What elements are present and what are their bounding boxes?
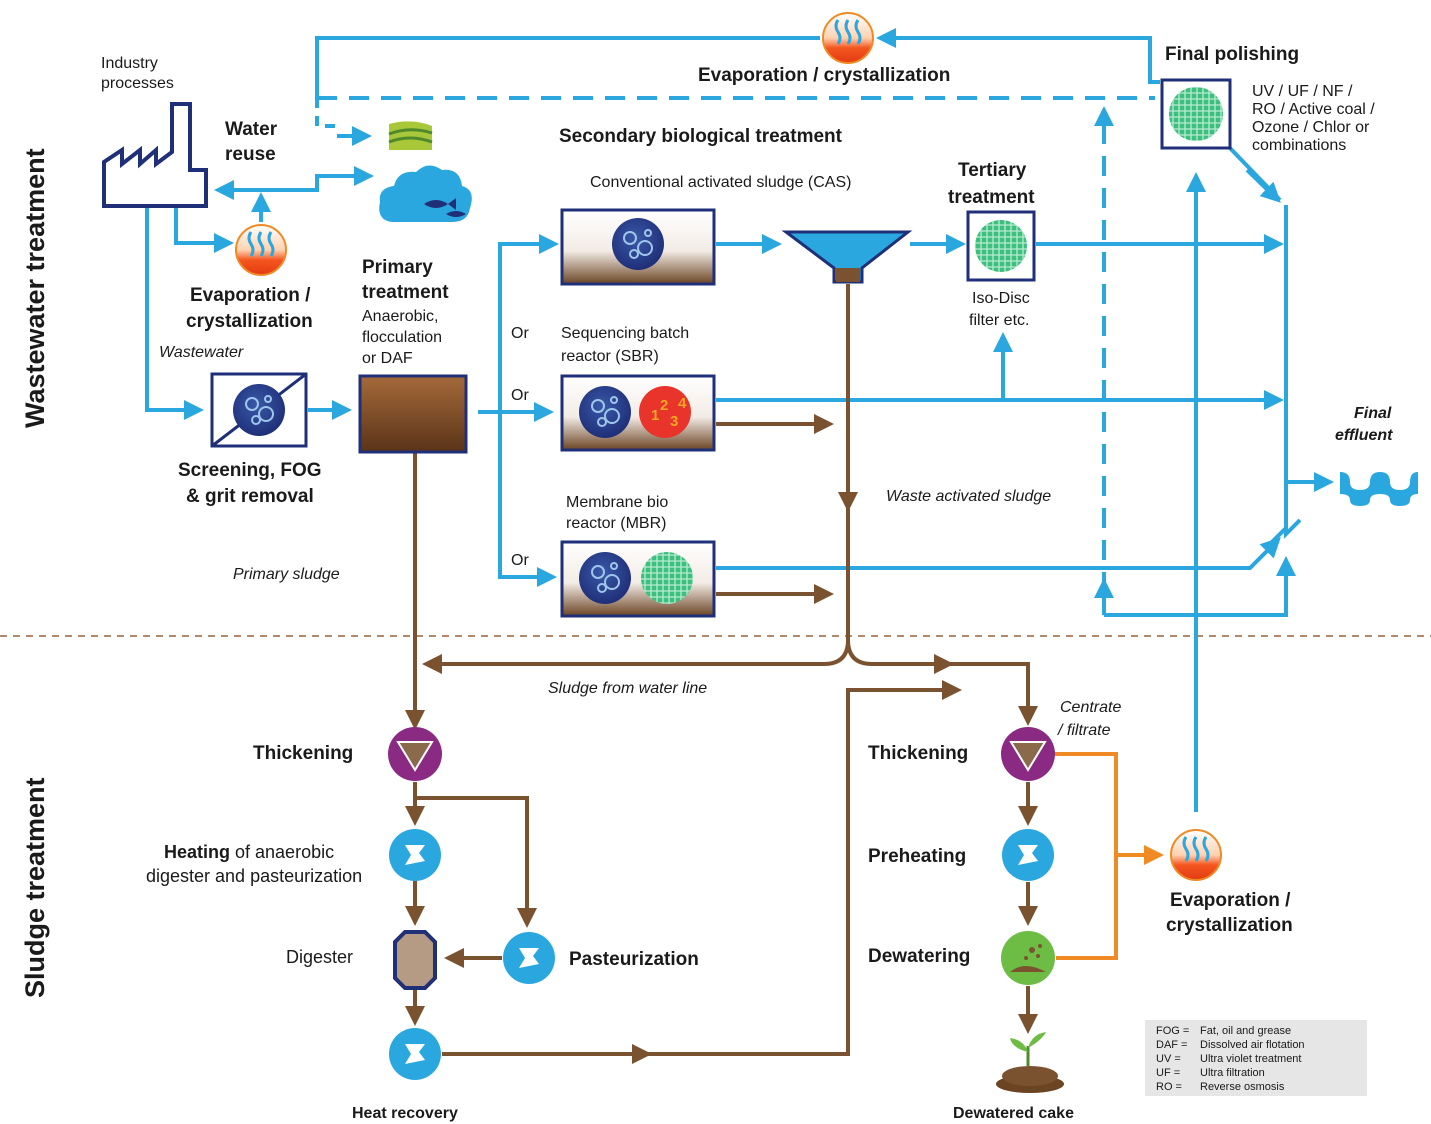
thickening-left-icon: [388, 727, 442, 781]
evaporation-right-label: Evaporation / crystallization: [1166, 890, 1296, 936]
clarifier-icon: [781, 230, 913, 284]
final-effluent-icon: [1340, 472, 1418, 506]
dewatering-icon: [1001, 931, 1055, 985]
cas-tank: [560, 208, 716, 286]
primary-sludge-label: Primary sludge: [233, 566, 340, 583]
dewatered-cake-label: Dewatered cake: [953, 1105, 1074, 1122]
or-label-2: Or: [511, 387, 529, 404]
heating-label: Heating of anaerobic digester and pasteu…: [146, 842, 362, 886]
cas-label: Conventional activated sludge (CAS): [590, 174, 851, 191]
legend-svg: FOG = Fat, oil and grease DAF = Dissolve…: [1156, 1025, 1305, 1093]
preheating-label: Preheating: [868, 846, 966, 867]
pasteurization-label: Pasteurization: [569, 949, 699, 970]
water-lines: [145, 28, 1334, 812]
svg-text:4: 4: [678, 395, 687, 412]
primary-treatment-subtitle: Anaerobic, flocculation or DAF: [362, 308, 447, 367]
legend-abbr-uf: UF =: [1156, 1067, 1180, 1079]
screening-label: Screening, FOG & grit removal: [178, 460, 327, 507]
polishing-options: UV / UF / NF / RO / Active coal / Ozone …: [1252, 83, 1379, 154]
legend-abbr-uv: UV =: [1156, 1053, 1181, 1065]
dewatered-cake-icon: [996, 1032, 1064, 1093]
digester-label: Digester: [286, 947, 353, 967]
thickening-right-label: Thickening: [868, 743, 968, 764]
field-icon: [388, 121, 433, 150]
legend-desc-daf: Dissolved air flotation: [1200, 1039, 1305, 1051]
svg-text:3: 3: [670, 413, 678, 430]
wastewater-section-title: Wastewater treatment: [20, 148, 50, 428]
thickening-right-icon: [1001, 727, 1055, 781]
preheating-icon: [1002, 829, 1054, 881]
cloud-fish-icon: [379, 165, 472, 222]
sbr-tank: 1 2 3 4: [560, 374, 716, 452]
legend-desc-fog: Fat, oil and grease: [1200, 1025, 1291, 1037]
water-reuse-label: Water reuse: [225, 119, 282, 165]
evaporation-icon-top: [822, 12, 874, 64]
isodisc-label: Iso-Disc filter etc.: [969, 290, 1034, 329]
sludge-section-title: Sludge treatment: [20, 777, 50, 998]
screening-icon: [210, 372, 308, 448]
legend-abbr-fog: FOG =: [1156, 1025, 1189, 1037]
factory-icon: [102, 102, 208, 208]
evaporation-left-label: Evaporation / crystallization: [186, 285, 316, 332]
dewatering-label: Dewatering: [868, 946, 970, 967]
evaporation-top-label: Evaporation / crystallization: [698, 65, 950, 86]
filtrate-lines: [1054, 752, 1164, 960]
industry-label: Industry processes: [101, 55, 174, 92]
sludge-from-water-line-label: Sludge from water line: [548, 680, 707, 697]
heat-recovery-icon: [389, 1028, 441, 1080]
wastewater-label: Wastewater: [159, 344, 244, 361]
digester-icon: [393, 930, 437, 990]
heating-icon: [389, 829, 441, 881]
mbr-label: Membrane bio reactor (MBR): [566, 494, 673, 532]
secondary-treatment-title: Secondary biological treatment: [559, 126, 843, 147]
primary-treatment-title: Primary treatment: [362, 257, 449, 303]
or-label-1: Or: [511, 325, 529, 342]
waste-activated-sludge-label: Waste activated sludge: [886, 488, 1051, 505]
abbreviation-legend: FOG = Fat, oil and grease DAF = Dissolve…: [1145, 1020, 1367, 1096]
sludge-lines: [405, 284, 1038, 1064]
mbr-tank: [560, 540, 716, 618]
legend-abbr-ro: RO =: [1156, 1081, 1182, 1093]
heat-recovery-label: Heat recovery: [352, 1105, 458, 1122]
tertiary-filter-icon: [966, 210, 1036, 282]
sbr-label: Sequencing batch reactor (SBR): [561, 325, 694, 365]
or-label-3: Or: [511, 552, 529, 569]
legend-desc-uv: Ultra violet treatment: [1200, 1053, 1301, 1065]
legend-abbr-daf: DAF =: [1156, 1039, 1187, 1051]
svg-text:1: 1: [651, 407, 659, 424]
final-effluent-label: Final effluent: [1335, 405, 1396, 444]
pasteurization-icon: [503, 932, 555, 984]
legend-desc-uf: Ultra filtration: [1200, 1067, 1265, 1079]
svg-text:2: 2: [660, 397, 668, 414]
legend-desc-ro: Reverse osmosis: [1200, 1081, 1285, 1093]
thickening-left-label: Thickening: [253, 743, 353, 764]
primary-treatment-tank: [358, 374, 468, 454]
tertiary-treatment-title: Tertiary treatment: [948, 160, 1035, 208]
centrate-filtrate-label: Centrate / filtrate: [1057, 699, 1126, 739]
evaporation-icon-left: [235, 224, 287, 276]
final-polishing-filter-icon: [1160, 78, 1232, 150]
final-polishing-title: Final polishing: [1165, 44, 1299, 65]
evaporation-icon-right: [1170, 829, 1222, 881]
